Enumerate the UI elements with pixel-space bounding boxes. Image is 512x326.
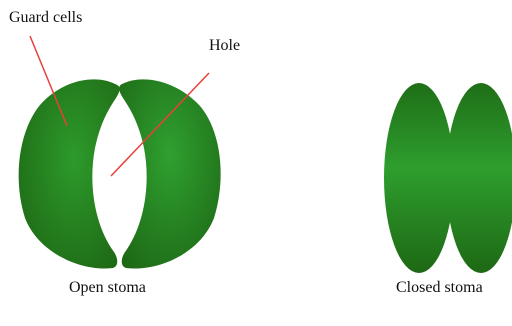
guard-cells-label: Guard cells xyxy=(9,10,82,26)
closed-guard-cell-right xyxy=(446,83,512,273)
open-stoma-caption: Open stoma xyxy=(69,280,146,296)
hole-label: Hole xyxy=(209,38,240,54)
open-guard-cell-right xyxy=(119,79,221,268)
closed-guard-cell-left xyxy=(384,83,454,273)
closed-stoma-caption: Closed stoma xyxy=(396,280,483,296)
open-guard-cell-left xyxy=(19,79,120,268)
